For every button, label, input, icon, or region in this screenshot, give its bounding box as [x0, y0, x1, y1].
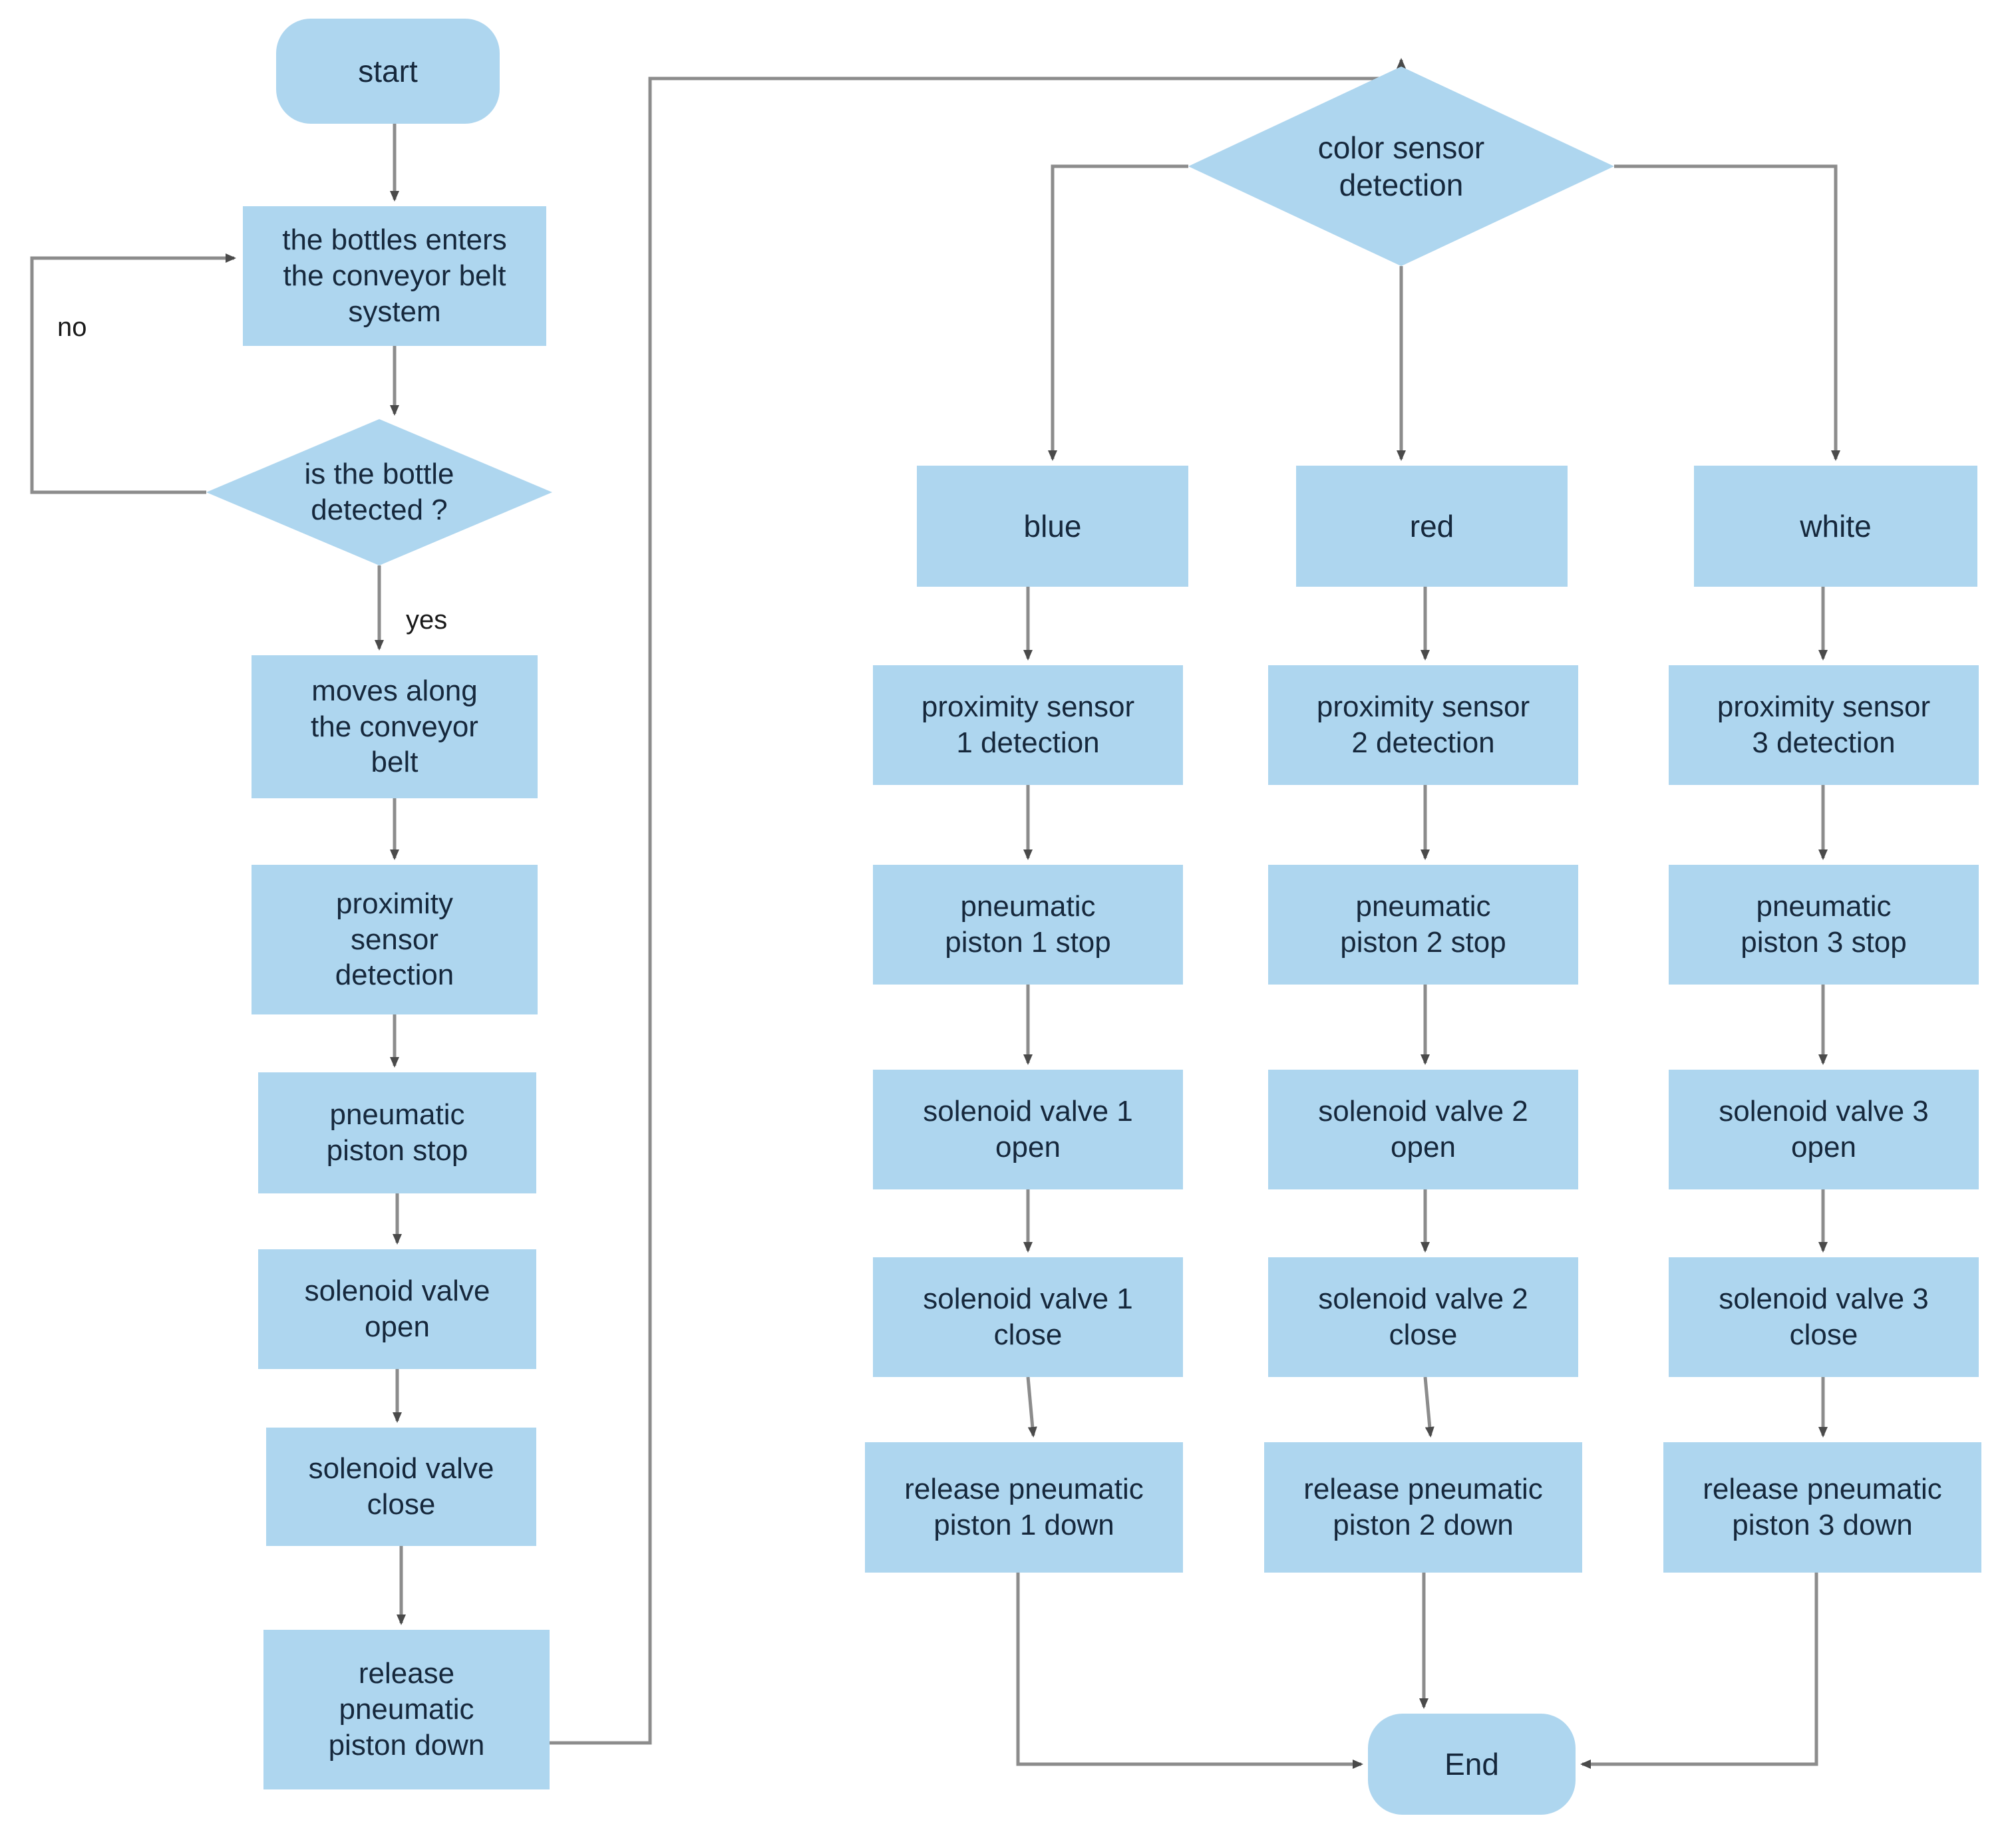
- node-start[interactable]: start: [276, 19, 500, 124]
- node-solenoid-valve-1-open[interactable]: solenoid valve 1 open: [873, 1070, 1183, 1189]
- node-proximity-sensor-detection[interactable]: proximity sensor detection: [252, 865, 538, 1014]
- node-solenoid-valve-3-open[interactable]: solenoid valve 3 open: [1669, 1070, 1979, 1189]
- node-solenoid-valve-3-close[interactable]: solenoid valve 3 close: [1669, 1257, 1979, 1377]
- node-solenoid-valve-close[interactable]: solenoid valve close: [266, 1428, 536, 1546]
- edge-detect-enter-no: [30, 253, 236, 494]
- edge-v1close-rel1: [1026, 1376, 1037, 1438]
- node-solenoid-valve-2-close[interactable]: solenoid valve 2 close: [1268, 1257, 1578, 1377]
- edge-label-yes: yes: [406, 605, 448, 635]
- node-label: is the bottle detected ?: [304, 458, 454, 526]
- edge-rel3-end: [1580, 1573, 1818, 1769]
- node-is-bottle-detected[interactable]: is the bottle detected ?: [206, 419, 552, 565]
- node-solenoid-valve-open[interactable]: solenoid valve open: [258, 1249, 536, 1369]
- node-release-pneumatic-piston-1-down[interactable]: release pneumatic piston 1 down: [865, 1442, 1183, 1573]
- node-color-white[interactable]: white: [1694, 466, 1977, 587]
- edge-color-blue: [1048, 164, 1188, 461]
- node-proximity-sensor-3-detection[interactable]: proximity sensor 3 detection: [1669, 665, 1979, 785]
- node-pneumatic-piston-2-stop[interactable]: pneumatic piston 2 stop: [1268, 865, 1578, 985]
- edge-v2close-rel2: [1423, 1376, 1434, 1438]
- node-release-pneumatic-piston-down[interactable]: release pneumatic piston down: [263, 1630, 550, 1789]
- node-bottles-enter-conveyor[interactable]: the bottles enters the conveyor belt sys…: [243, 206, 546, 346]
- edge-rel1-end: [1016, 1573, 1363, 1769]
- node-color-sensor-detection[interactable]: color sensor detection: [1188, 67, 1614, 266]
- node-release-pneumatic-piston-3-down[interactable]: release pneumatic piston 3 down: [1663, 1442, 1981, 1573]
- node-end[interactable]: End: [1368, 1714, 1576, 1815]
- node-pneumatic-piston-3-stop[interactable]: pneumatic piston 3 stop: [1669, 865, 1979, 985]
- node-proximity-sensor-2-detection[interactable]: proximity sensor 2 detection: [1268, 665, 1578, 785]
- node-release-pneumatic-piston-2-down[interactable]: release pneumatic piston 2 down: [1264, 1442, 1582, 1573]
- edge-color-white: [1614, 164, 1840, 461]
- node-color-red[interactable]: red: [1296, 466, 1568, 587]
- node-solenoid-valve-2-open[interactable]: solenoid valve 2 open: [1268, 1070, 1578, 1189]
- node-color-blue[interactable]: blue: [917, 466, 1188, 587]
- node-label: color sensor detection: [1317, 130, 1485, 202]
- node-solenoid-valve-1-close[interactable]: solenoid valve 1 close: [873, 1257, 1183, 1377]
- node-pneumatic-piston-stop[interactable]: pneumatic piston stop: [258, 1072, 536, 1193]
- node-proximity-sensor-1-detection[interactable]: proximity sensor 1 detection: [873, 665, 1183, 785]
- node-moves-along-conveyor-belt[interactable]: moves along the conveyor belt: [252, 655, 538, 798]
- edge-label-no: no: [57, 313, 87, 342]
- node-pneumatic-piston-1-stop[interactable]: pneumatic piston 1 stop: [873, 865, 1183, 985]
